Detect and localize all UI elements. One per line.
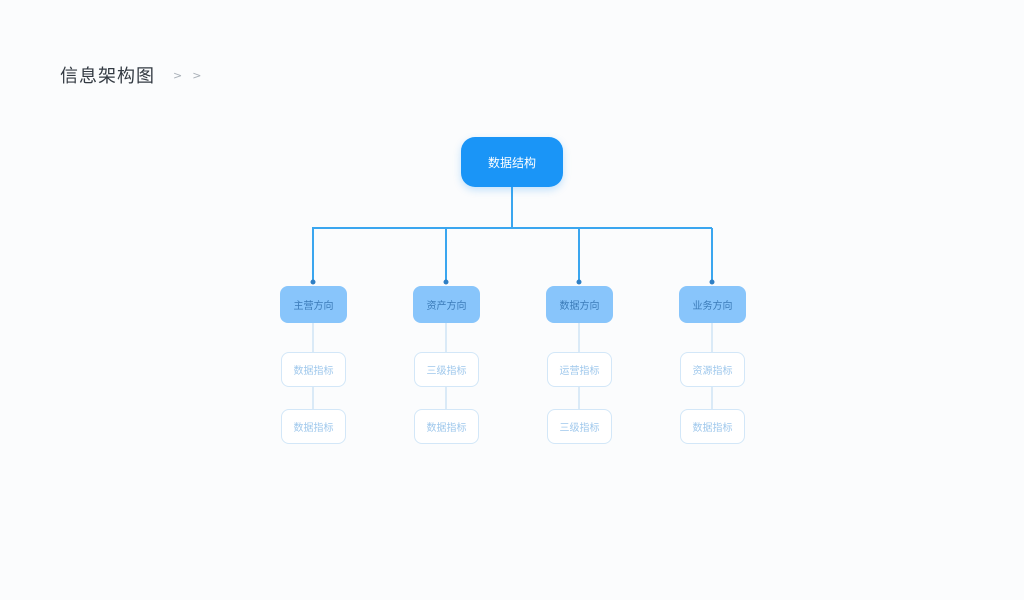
leaf-node[interactable]: 运营指标 bbox=[547, 352, 612, 387]
leaf-node[interactable]: 三级指标 bbox=[414, 352, 479, 387]
chevron-right-icon[interactable]: > bbox=[173, 68, 183, 82]
branch-node[interactable]: 数据方向 bbox=[546, 286, 613, 323]
leaf-node[interactable]: 三级指标 bbox=[547, 409, 612, 444]
connector-dot bbox=[443, 279, 449, 285]
leaf-node[interactable]: 数据指标 bbox=[281, 352, 346, 387]
breadcrumb: > > bbox=[173, 70, 201, 81]
connector-dot bbox=[576, 279, 582, 285]
branch-node[interactable]: 主营方向 bbox=[280, 286, 347, 323]
leaf-node[interactable]: 数据指标 bbox=[680, 409, 745, 444]
page-title: 信息架构图 bbox=[60, 66, 155, 87]
branch-node[interactable]: 资产方向 bbox=[413, 286, 480, 323]
page-header: 信息架构图 > > bbox=[60, 62, 201, 88]
leaf-node[interactable]: 数据指标 bbox=[414, 409, 479, 444]
connector-dot bbox=[709, 279, 715, 285]
chevron-right-icon[interactable]: > bbox=[192, 68, 202, 82]
leaf-node[interactable]: 数据指标 bbox=[281, 409, 346, 444]
root-node[interactable]: 数据结构 bbox=[461, 137, 563, 187]
branch-node[interactable]: 业务方向 bbox=[679, 286, 746, 323]
leaf-node[interactable]: 资源指标 bbox=[680, 352, 745, 387]
connector-dot bbox=[310, 279, 316, 285]
